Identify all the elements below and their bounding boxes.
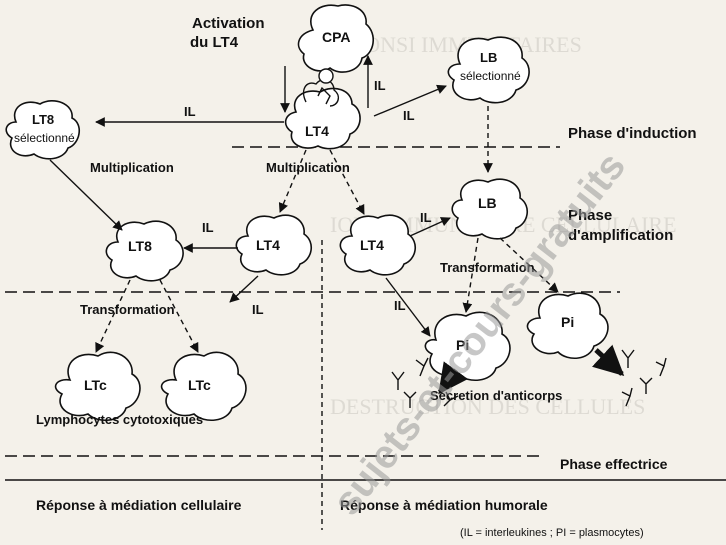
il-label-lt4-lt8: IL [202,220,214,235]
labels: Activation du LT4 CPA LT4 LB sélectionné… [14,15,697,539]
arrow-lt8-sel-to-lt8 [49,159,123,231]
arrow-lt4-to-lt4-left [278,149,307,213]
multiplication-label-center: Multiplication [266,160,350,175]
lb-amp-cell [451,178,528,240]
arrow-pi-1-secretion [437,361,469,395]
activation-label-line2: du LT4 [190,34,239,51]
response-humorale-label: Réponse à médiation humorale [340,497,548,513]
arrow-lt8-to-ltc-2 [159,279,199,353]
lt8-amp-label: LT8 [128,238,152,254]
pi-label-2: Pi [561,314,574,330]
lt4-top-cell [284,87,361,150]
multiplication-label-left: Multiplication [90,160,174,175]
lt4-right-label: LT4 [360,237,384,253]
lt8-selected-sublabel: sélectionné [14,131,75,145]
il-label-pi: IL [394,298,406,313]
antibody-icons [391,349,667,408]
lb-selected-cell [447,36,530,104]
lb-selected-label: LB [480,50,497,65]
lt8-amp-cell [105,220,184,282]
arrow-lt4-right-to-lb-il [409,217,451,237]
il-label-cpa: IL [374,78,386,93]
cpa-label: CPA [322,29,351,45]
lt4-top-label: LT4 [305,123,329,139]
il-label-lt4-lb: IL [420,210,432,225]
lt4-left-cell [235,214,312,276]
phase-amplification-label-1: Phase [568,207,612,224]
legend-label: (IL = interleukines ; PI = plasmocytes) [460,527,644,539]
cpa-cell [297,4,374,73]
ltc-cell-1 [54,351,141,421]
response-cellulaire-label: Réponse à médiation cellulaire [36,497,242,513]
phase-amplification-label-2: d'amplification [568,227,673,244]
lt4-right-cell [339,214,416,276]
ltc-cell-2 [160,351,247,421]
transformation-label-left: Transformation [80,302,175,317]
arrow-lt4-to-lt4-right [329,149,365,215]
il-label-lt8: IL [184,104,196,119]
transformation-label-right: Transformation [440,260,535,275]
arrow-pi-2-secretion [591,344,625,377]
arrow-lt4-right-to-pi-il [385,277,431,337]
arrow-lb-to-pi-1 [462,237,479,313]
lt8-selected-cell [5,100,80,160]
lt8-selected-label: LT8 [32,112,54,127]
il-label-lb: IL [403,108,415,123]
pi-label-1: Pi [456,337,469,353]
ltc-label-2: LTc [188,377,211,393]
phase-induction-label: Phase d'induction [568,125,697,142]
phase-effectrice-label: Phase effectrice [560,456,668,472]
antigen-contact-icon [302,68,340,107]
arrow-lt8-to-ltc-1 [95,279,131,353]
ltc-label-1: LTc [84,377,107,393]
il-label-ltc: IL [252,302,264,317]
activation-label-line1: Activation [192,15,265,32]
lb-selected-sublabel: sélectionné [460,69,521,83]
lymphocytes-label: Lymphocytes cytotoxiques [36,412,203,427]
svg-text:DESTRUCTION DES CELLULES: DESTRUCTION DES CELLULES [330,394,645,419]
arrow-lt4-to-lb-il [373,84,447,117]
arrow-lb-to-pi-2 [499,237,559,293]
lb-amp-label: LB [478,195,497,211]
arrows [49,55,625,395]
secretion-label: Sécretion d'anticorps [430,388,562,403]
lt4-left-label: LT4 [256,237,280,253]
arrow-lt4-left-to-ltc-il [229,275,259,303]
